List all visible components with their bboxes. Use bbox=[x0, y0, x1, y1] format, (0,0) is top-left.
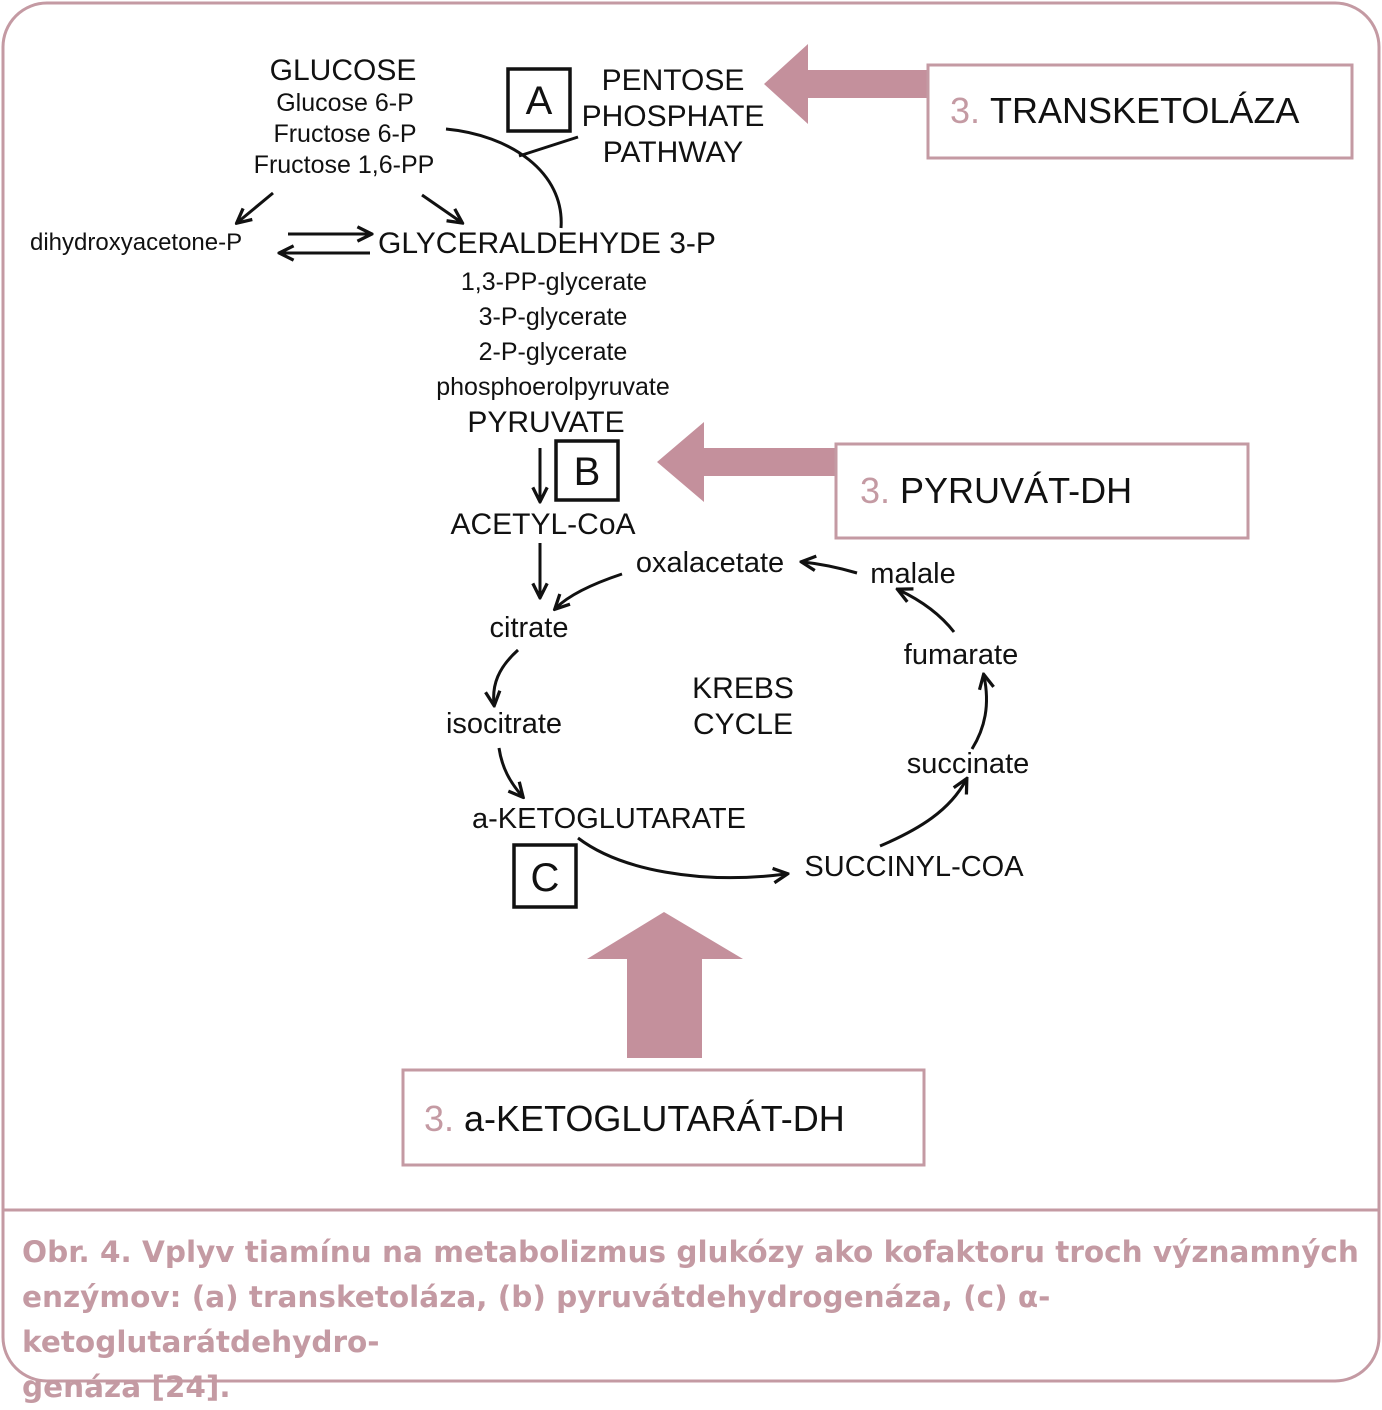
ketoglutarat-dh-arrow bbox=[587, 912, 743, 1058]
glucose-label: GLUCOSE bbox=[270, 54, 417, 87]
transketolaza-arrow bbox=[764, 44, 928, 124]
pyruvat-dh-box bbox=[834, 442, 1250, 540]
succinyl-coa-label: SUCCINYL-COA bbox=[804, 851, 1024, 883]
fructose-16pp-label: Fructose 1,6-PP bbox=[254, 151, 435, 179]
transketolaza-number: 3. bbox=[950, 90, 980, 131]
transketolaza-label: 3.TRANSKETOLÁZA bbox=[950, 90, 1299, 131]
split-arrow-right bbox=[421, 193, 461, 222]
pyruvat-dh-name: PYRUVÁT-DH bbox=[900, 470, 1132, 511]
ketoglutarat-dh-label: 3.a-KETOGLUTARÁT-DH bbox=[424, 1098, 845, 1139]
ketoglutarate-to-succinyl-arrow bbox=[577, 836, 786, 878]
p-glycerate-3-label: 3-P-glycerate bbox=[479, 303, 628, 331]
marker-c: C bbox=[531, 856, 560, 900]
marker-c-box bbox=[512, 843, 578, 909]
pentose-line3: PATHWAY bbox=[603, 136, 744, 169]
glyceraldehyde-3p-label: GLYCERALDEHYDE 3-P bbox=[378, 227, 716, 260]
isocitrate-label: isocitrate bbox=[446, 708, 562, 740]
succinate-label: succinate bbox=[907, 748, 1030, 780]
fumarate-to-malale-arrow bbox=[899, 590, 956, 633]
malale-label: malale bbox=[870, 558, 955, 590]
transketolaza-box bbox=[926, 63, 1354, 160]
caption-line1: Obr. 4. Vplyv tiamínu na metabolizmus gl… bbox=[22, 1235, 1359, 1269]
isocitrate-to-ketoglutarate-arrow bbox=[497, 747, 522, 796]
marker-a: A bbox=[526, 79, 553, 123]
citrate-to-isocitrate-arrow bbox=[494, 648, 520, 704]
ketoglutarat-dh-name: a-KETOGLUTARÁT-DH bbox=[464, 1098, 845, 1139]
pentose-line2: PHOSPHATE bbox=[582, 100, 765, 133]
krebs-title-line1: KREBS bbox=[692, 672, 794, 705]
pyruvat-dh-number: 3. bbox=[860, 470, 890, 511]
dihydroxyacetone-p-label: dihydroxyacetone-P bbox=[30, 229, 242, 256]
pyruvat-dh-arrow bbox=[657, 422, 836, 502]
pyruvat-dh-label: 3.PYRUVÁT-DH bbox=[860, 470, 1132, 511]
marker-b-box bbox=[554, 439, 620, 502]
oxalacetate-label: oxalacetate bbox=[636, 547, 784, 579]
ketoglutarat-dh-box bbox=[401, 1068, 926, 1167]
pentose-branch-curve bbox=[445, 127, 563, 229]
marker-b: B bbox=[574, 450, 601, 494]
oxalacetate-to-citrate-arrow bbox=[556, 572, 623, 608]
citrate-label: citrate bbox=[490, 612, 569, 644]
marker-a-box bbox=[506, 67, 572, 133]
fructose-6p-label: Fructose 6-P bbox=[273, 120, 416, 148]
caption-line2: enzýmov: (a) transketoláza, (b) pyruvátd… bbox=[22, 1280, 1051, 1359]
malale-to-oxalacetate-arrow bbox=[803, 562, 858, 575]
succinyl-to-succinate-arrow bbox=[879, 780, 966, 848]
pp-glycerate-13-label: 1,3-PP-glycerate bbox=[461, 268, 647, 296]
figure-frame bbox=[1, 1, 1381, 1383]
caption-line3: genáza [24]. bbox=[22, 1370, 231, 1404]
p-glycerate-2-label: 2-P-glycerate bbox=[479, 338, 628, 366]
ketoglutarat-dh-number: 3. bbox=[424, 1098, 454, 1139]
pentose-line1: PENTOSE bbox=[602, 64, 745, 97]
phosphoenolpyruvate-label: phosphoerolpyruvate bbox=[436, 373, 670, 401]
pentose-connector bbox=[518, 135, 579, 158]
acetyl-coa-label: ACETYL-CoA bbox=[450, 508, 635, 541]
split-arrow-left bbox=[238, 191, 274, 222]
glucose-6p-label: Glucose 6-P bbox=[276, 89, 414, 117]
succinate-to-fumarate-arrow bbox=[970, 676, 987, 750]
krebs-title-line2: CYCLE bbox=[693, 708, 793, 741]
pyruvate-label: PYRUVATE bbox=[467, 406, 624, 439]
a-ketoglutarate-label: a-KETOGLUTARATE bbox=[472, 803, 746, 835]
figure-caption: Obr. 4. Vplyv tiamínu na metabolizmus gl… bbox=[22, 1230, 1362, 1410]
fumarate-label: fumarate bbox=[904, 639, 1018, 671]
transketolaza-name: TRANSKETOLÁZA bbox=[990, 90, 1299, 131]
